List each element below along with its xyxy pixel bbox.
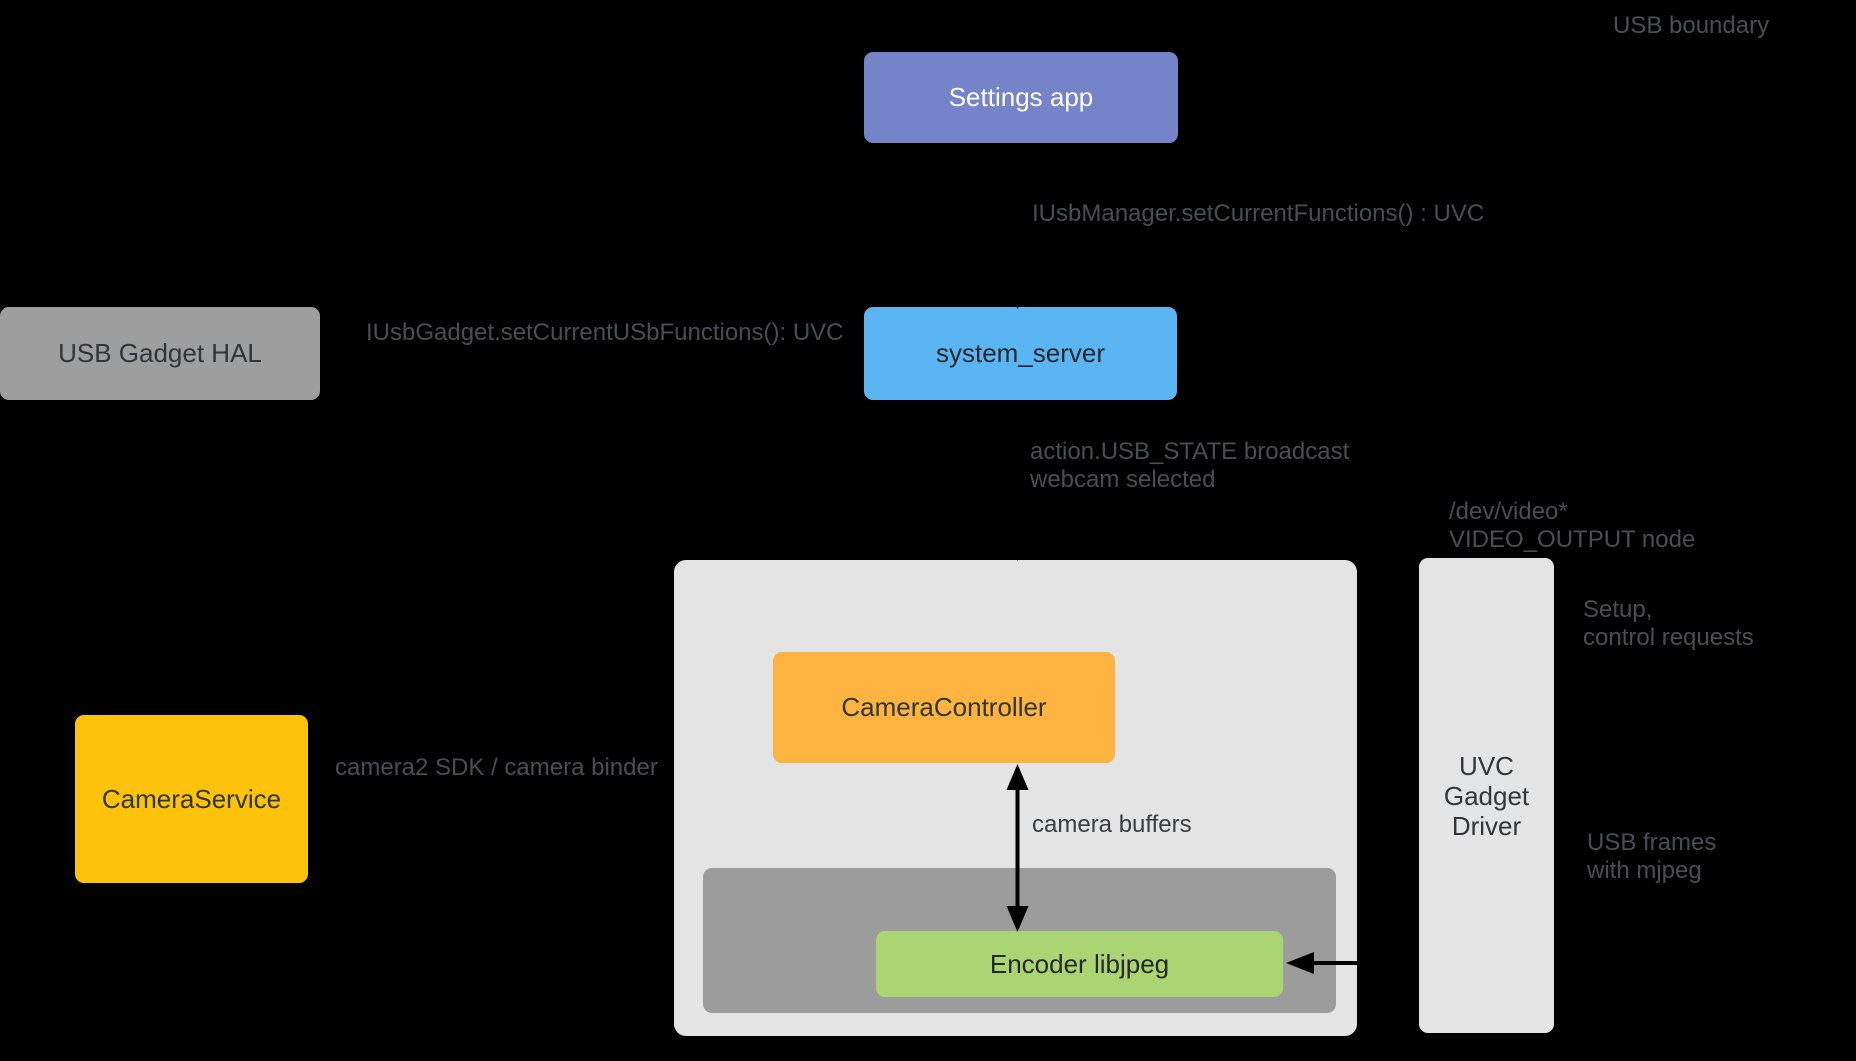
iusbmanager-edge-label: IUsbManager.setCurrentFunctions() : UVC — [1032, 200, 1485, 227]
usb-state-edge-label-line2: webcam selected — [1030, 466, 1216, 493]
dev-video-label-line2: VIDEO_OUTPUT node — [1449, 526, 1696, 553]
iusbgadget-edge-label: IUsbGadget.setCurrentUSbFunctions(): UVC — [366, 319, 844, 346]
camera2-edge-label: camera2 SDK / camera binder — [335, 754, 658, 781]
system-server-node: system_server — [864, 307, 1177, 400]
usb-frames-label-line1: USB frames — [1587, 829, 1717, 856]
camera-service-node: CameraService — [75, 715, 308, 883]
usb-gadget-hal-node: USB Gadget HAL — [0, 307, 320, 400]
setup-control-requests-label: Setup, control requests — [1583, 596, 1754, 652]
settings-app-label: Settings app — [948, 82, 1094, 112]
uvc-gadget-driver-line1: UVC — [1459, 750, 1514, 781]
usb-gadget-hal-label: USB Gadget HAL — [58, 338, 262, 368]
dev-video-label-line1: /dev/video* — [1449, 498, 1568, 525]
arrow-cameraservice-to-foreground-service — [314, 794, 672, 816]
usb-frames-label: USB frames with mjpeg — [1587, 829, 1716, 885]
usb-boundary-label: USB boundary — [1613, 12, 1770, 39]
uvc-gadget-driver-line2: Gadget — [1443, 780, 1530, 811]
encoder-node: Encoder libjpeg — [876, 931, 1283, 997]
system-server-label: system_server — [935, 338, 1106, 368]
dev-video-label: /dev/video* VIDEO_OUTPUT node — [1449, 498, 1695, 554]
usb-state-edge-label-line1: action.USB_STATE broadcast — [1030, 438, 1350, 465]
camera-controller-label: CameraController — [841, 692, 1047, 722]
usb-state-edge-label: action.USB_STATE broadcast webcam select… — [1030, 438, 1349, 494]
camera-service-label: CameraService — [101, 783, 282, 814]
camera-controller-node: CameraController — [773, 652, 1115, 763]
encoder-label: Encoder libjpeg — [989, 948, 1170, 979]
settings-app-node: Settings app — [864, 52, 1178, 143]
uvc-gadget-driver-line3: Driver — [1451, 810, 1522, 841]
usb-frames-label-line2: with mjpeg — [1587, 857, 1702, 884]
arrow-systemserver-to-foreground-service — [1006, 402, 1029, 561]
camera-buffers-edge-label: camera buffers — [1032, 811, 1192, 838]
uvc-gadget-driver-node: UVC Gadget Driver — [1419, 558, 1554, 1033]
setup-label-line2: control requests — [1583, 624, 1754, 651]
setup-label-line1: Setup, — [1583, 596, 1653, 623]
arrow-settings-to-systemserver — [1006, 145, 1029, 309]
